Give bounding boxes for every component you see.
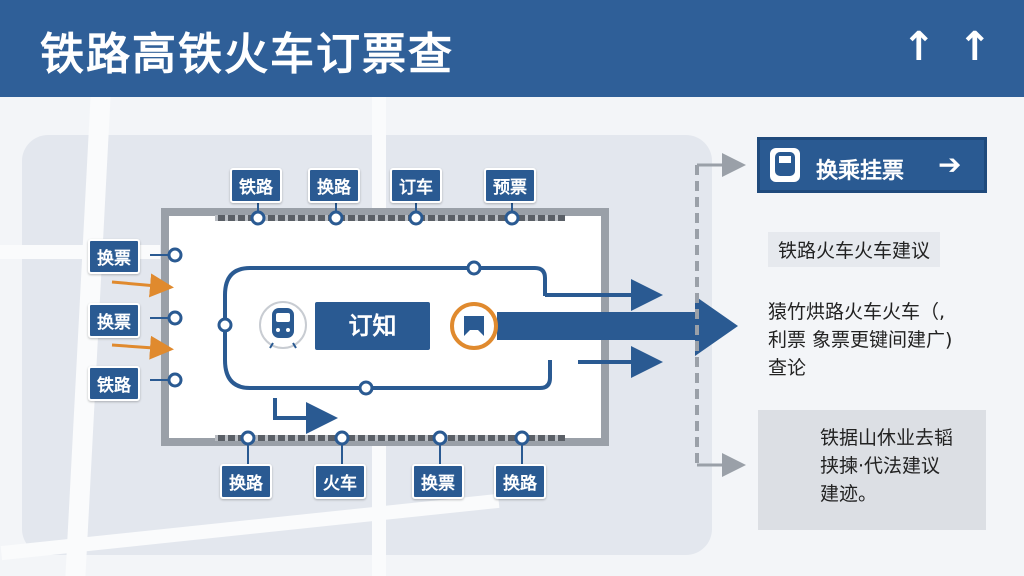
advice-card-text: 铁据山休业去韬 挟揀·代法建议 建迹。 xyxy=(820,424,953,508)
station-tag-top[interactable]: 换路 xyxy=(308,168,360,203)
train-front-icon xyxy=(464,316,484,336)
page-title: 铁路高铁火车订票查 xyxy=(40,29,454,80)
track-nodes xyxy=(167,210,530,446)
card-text-line: 挟揀·代法建议 xyxy=(820,455,941,477)
main-label: 订知 xyxy=(348,312,397,340)
train-icon xyxy=(272,308,294,338)
station-tag-left[interactable]: 换票 xyxy=(88,239,140,274)
main-label-box[interactable]: 订知 xyxy=(315,302,430,350)
advice-card[interactable] xyxy=(758,410,986,530)
up-arrow-icon[interactable]: ↑ xyxy=(958,24,992,70)
station-tag-bottom[interactable]: 火车 xyxy=(314,464,366,499)
station-tag-top[interactable]: 预票 xyxy=(484,168,536,203)
info-text-line: 查论 xyxy=(768,357,807,379)
info-text: 猿竹烘路火车火车（, 利票 象票更键间建广) 查论 xyxy=(768,298,952,382)
info-text-line: 猿竹烘路火车火车（, xyxy=(768,301,946,323)
header-bar: 铁路高铁火车订票查 ↑ ↑ xyxy=(0,0,1024,97)
transfer-ticket-label: 换乘挂票 xyxy=(816,159,905,184)
card-text-line: 铁据山休业去韬 xyxy=(820,427,954,449)
card-text-line: 建迹。 xyxy=(820,483,878,505)
station-tag-bottom[interactable]: 换路 xyxy=(220,464,272,499)
station-tag-left[interactable]: 换票 xyxy=(88,303,140,338)
arrow-right-icon: ➔ xyxy=(938,148,962,181)
station-tag-bottom[interactable]: 换票 xyxy=(412,464,464,499)
incoming-arrow xyxy=(111,273,174,298)
incoming-arrow xyxy=(111,335,174,360)
train-icon xyxy=(770,148,800,182)
main-arrow xyxy=(497,296,738,356)
station-tag-bottom[interactable]: 换路 xyxy=(494,464,546,499)
station-tag-top[interactable]: 订车 xyxy=(390,168,442,203)
info-text-line: 利票 象票更键间建广) xyxy=(768,329,953,351)
transfer-ticket-button[interactable]: 换乘挂票 ➔ xyxy=(757,137,987,193)
exit-arrow xyxy=(273,398,338,434)
suggestion-label: 铁路火车火车建议 xyxy=(768,232,941,267)
station-tag-top[interactable]: 铁路 xyxy=(230,168,282,203)
station-tag-left[interactable]: 铁路 xyxy=(88,366,140,401)
up-arrow-icon[interactable]: ↑ xyxy=(902,24,936,70)
